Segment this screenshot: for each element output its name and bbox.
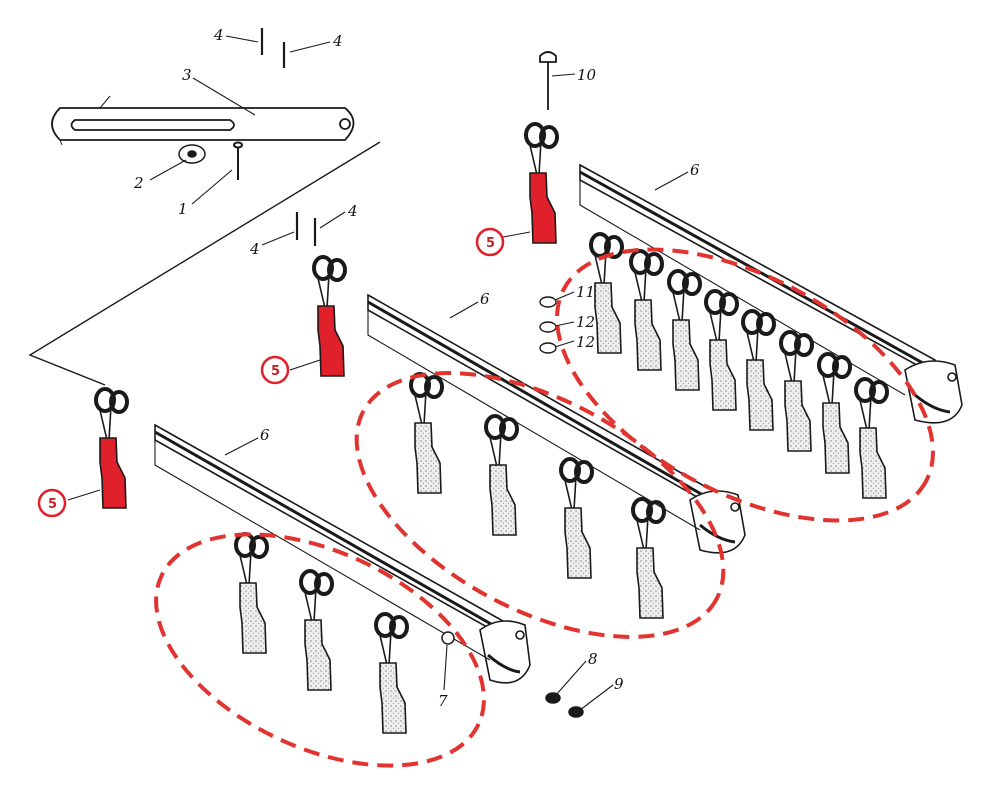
bolt-10	[539, 51, 557, 110]
label-1: 1	[178, 200, 188, 218]
tine-middle-1	[409, 372, 444, 494]
highlight-ellipse-middle	[354, 371, 726, 639]
label-4-d: 4	[347, 202, 358, 220]
label-7: 7	[438, 692, 448, 710]
label-4-c: 4	[249, 240, 260, 258]
rail-front	[154, 423, 531, 684]
callout-circle-5-front	[37, 488, 67, 518]
highlight-ellipse-back	[555, 247, 935, 523]
label-5-front: 5	[48, 497, 57, 512]
tine-red-back	[524, 122, 559, 244]
callout-circle-5-middle	[260, 355, 290, 385]
label-2: 2	[133, 174, 144, 192]
washer-2	[178, 144, 206, 164]
rail-back	[579, 163, 963, 424]
label-12-a: 12	[576, 313, 595, 331]
nuts-8-9	[545, 692, 584, 718]
label-5-back: 5	[486, 236, 495, 251]
label-10: 10	[577, 66, 597, 84]
highlighted-tines	[94, 122, 559, 509]
label-3: 3	[182, 66, 192, 84]
tine-red-front	[94, 387, 129, 509]
pin-1	[233, 141, 243, 180]
label-11: 11	[576, 283, 595, 301]
highlight-ellipses	[154, 247, 935, 768]
label-6-front: 6	[260, 426, 270, 444]
tine-back-1	[589, 232, 624, 354]
label-4-b: 4	[332, 32, 343, 50]
tine-back-3	[667, 269, 702, 391]
label-12-b: 12	[576, 333, 595, 351]
leader-lines	[67, 35, 689, 711]
label-6-middle: 6	[480, 290, 490, 308]
nut-7	[441, 631, 455, 645]
label-5-middle: 5	[271, 364, 280, 379]
label-6-back: 6	[690, 161, 700, 179]
callout-labels: 4 4 3 2 1 4 4 10 11 12 12 6 6 6 7 8 9 5 …	[48, 26, 700, 710]
tine-back-7	[817, 352, 852, 474]
tine-back-4	[704, 289, 739, 411]
tine-middle-3	[559, 457, 594, 579]
tine-back-5	[741, 309, 776, 431]
tine-back-8	[854, 377, 889, 499]
rail-middle	[367, 293, 746, 554]
frame-outline	[28, 141, 381, 386]
tine-middle-4	[631, 497, 666, 619]
tine-front-2	[299, 569, 334, 691]
label-4-a: 4	[213, 26, 224, 44]
highlight-ellipse-front	[154, 532, 486, 768]
tine-back-6	[779, 330, 814, 452]
lever-bar	[51, 95, 355, 146]
tine-front-3	[374, 612, 409, 734]
washers-11-12	[539, 296, 557, 354]
tine-red-middle	[312, 255, 347, 377]
pins-4-mid	[295, 212, 317, 246]
tine-front-1	[234, 532, 269, 654]
callout-circle-5-back	[475, 227, 505, 257]
label-8: 8	[588, 650, 598, 668]
callout-circles	[37, 227, 505, 518]
tine-middle-2	[484, 414, 519, 536]
pins-4-top	[260, 28, 286, 68]
spring-tines	[234, 232, 889, 734]
label-9: 9	[614, 675, 624, 693]
tine-back-2	[629, 249, 664, 371]
